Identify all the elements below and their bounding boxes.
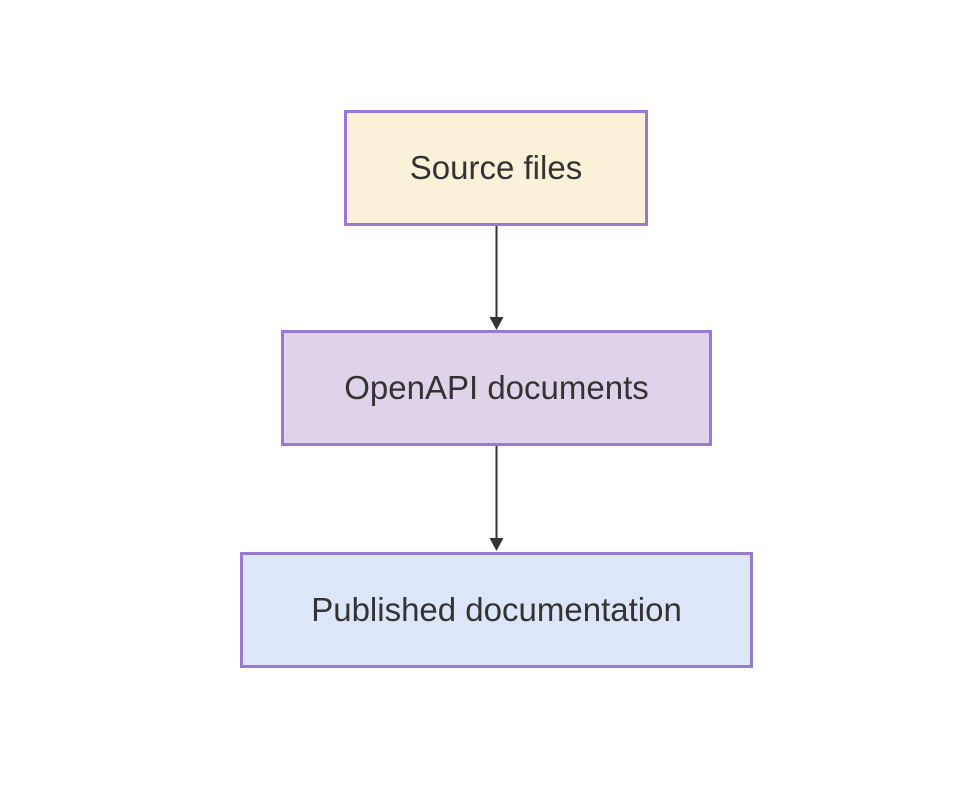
- node-source-files: Source files: [344, 110, 648, 226]
- node-published-documentation: Published documentation: [240, 552, 753, 668]
- node-label: OpenAPI documents: [344, 369, 649, 406]
- arrowhead-down-icon: [489, 538, 504, 551]
- arrow-openapi-to-published: [489, 446, 504, 551]
- node-label: Published documentation: [311, 591, 682, 628]
- node-openapi-documents: OpenAPI documents: [281, 330, 712, 446]
- arrowhead-down-icon: [489, 317, 504, 330]
- node-label: Source files: [409, 149, 583, 186]
- arrow-source-to-openapi: [489, 226, 504, 330]
